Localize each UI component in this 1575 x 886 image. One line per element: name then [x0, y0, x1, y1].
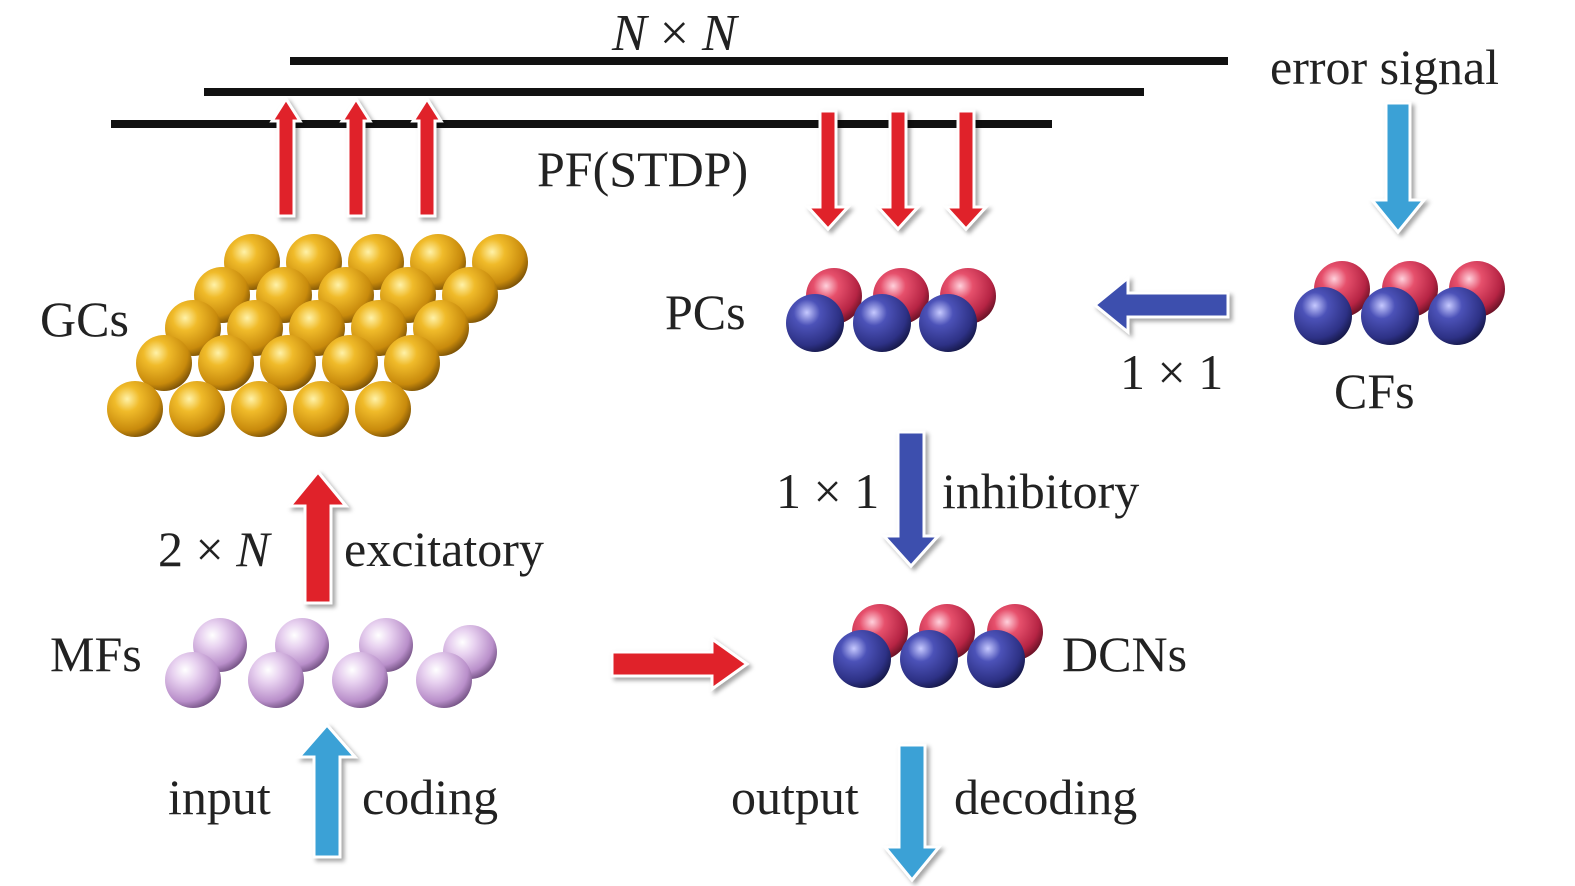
coding-label: coding [362, 769, 499, 825]
dcns-label: DCNs [1062, 626, 1188, 682]
mf-to-dcn-arrow-icon [610, 636, 750, 692]
gc-pf-arrow-icon [269, 96, 303, 218]
gc-to-pf-arrows [269, 96, 444, 218]
cf-pc-ratio-label: 1 × 1 [1120, 344, 1224, 400]
granule-cell-sphere [384, 335, 440, 391]
gc-pf-arrow-icon [410, 96, 444, 218]
granule-cell-sphere [231, 381, 287, 437]
granule-cell-sphere [355, 381, 411, 437]
excitatory-label: excitatory [344, 521, 544, 577]
n-by-n-label-n1: N [612, 5, 647, 62]
granule-cell-sphere [198, 335, 254, 391]
mfs-label: MFs [50, 626, 142, 682]
error-signal-arrow-icon [1368, 101, 1428, 235]
pcs-label: PCs [665, 284, 746, 340]
n-by-n-label: N × N [612, 8, 737, 60]
pc-to-dcn-arrow-icon [880, 430, 942, 569]
pf-pc-arrow-icon [804, 109, 852, 232]
pf-to-pc-arrows [804, 109, 990, 232]
pf-stdp-label: PF(STDP) [537, 141, 749, 197]
output-label: output [731, 769, 859, 825]
inhibitory-label: inhibitory [942, 463, 1140, 519]
n-by-n-label-n2: N [702, 5, 737, 62]
error-signal-label: error signal [1270, 39, 1500, 95]
granule-cell-sphere [136, 335, 192, 391]
output-arrow-icon [881, 743, 943, 883]
mf-gc-ratio-n: N [236, 521, 270, 577]
cf-to-pc-arrow-icon [1092, 274, 1230, 336]
mf-to-gc-arrow-icon [286, 469, 350, 605]
pf-pc-arrow-icon [942, 109, 990, 232]
input-arrow-icon [295, 722, 359, 859]
pf-pc-arrow-icon [874, 109, 922, 232]
decoding-label: decoding [954, 769, 1138, 825]
pc-dcn-ratio-label: 1 × 1 [776, 463, 880, 519]
purkinje-cell-spheres-icon [786, 268, 996, 352]
granule-cell-sphere [293, 381, 349, 437]
granule-cell-sphere-grid-icon [107, 234, 528, 437]
mossy-fiber-spheres-icon [165, 618, 497, 708]
gcs-label: GCs [40, 291, 129, 347]
granule-cell-sphere [107, 381, 163, 437]
n-by-n-label-times: × [659, 5, 690, 62]
mf-gc-ratio-label: 2 × N [158, 524, 270, 574]
granule-cell-sphere [260, 335, 316, 391]
mf-gc-ratio-lead: 2 × [158, 521, 237, 577]
dcn-spheres-icon [833, 604, 1043, 688]
granule-cell-sphere [322, 335, 378, 391]
input-label: input [168, 769, 271, 825]
gc-pf-arrow-icon [339, 96, 373, 218]
cfs-label: CFs [1334, 363, 1415, 419]
climbing-fiber-spheres-icon [1294, 261, 1505, 345]
granule-cell-sphere [169, 381, 225, 437]
